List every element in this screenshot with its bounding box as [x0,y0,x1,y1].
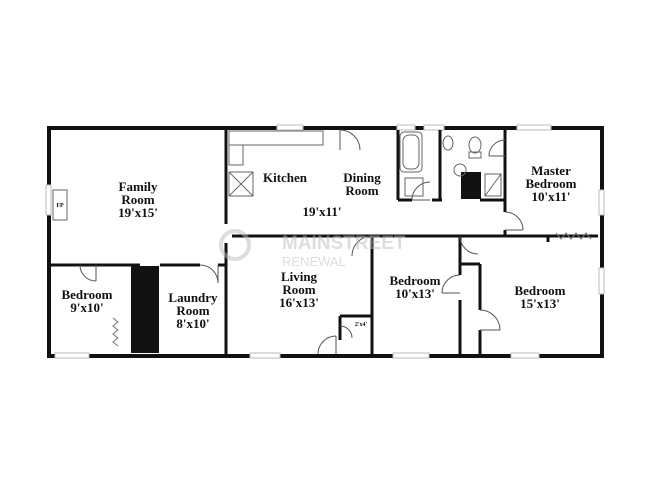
family-room-name-2: Room [121,192,154,207]
living-room-size: 16'x13' [279,295,319,310]
kitchen-name: Kitchen [263,170,308,185]
closet-size: 2'x4' [355,322,368,328]
laundry-room-name-1: Laundry [168,290,218,305]
watermark-line-2: RENEWAL [282,254,346,269]
master-bedroom-size: 10'x11' [531,189,570,204]
bedroom-left-name: Bedroom [61,287,112,302]
watermark-line-1: MAINSTREET [282,233,406,254]
exterior-walls [47,126,604,358]
interior-walls [51,130,598,354]
family-room-size: 19'x15' [118,205,158,220]
dining-room-name-2: Room [345,183,378,198]
bedroom-right-size: 15'x13' [520,296,560,311]
laundry-room-size: 8'x10' [176,316,209,331]
bedroom-left-size: 9'x10' [70,300,103,315]
closet-bifold [112,232,592,347]
dining-room-name-1: Dining [343,170,381,185]
bedroom-mid-size: 10'x13' [395,286,435,301]
fp-label: FP [56,203,64,209]
kitchen-dining-size: 19'x11' [302,204,341,219]
doors [79,129,524,355]
closet-block [461,172,481,199]
master-bedroom-name-1: Master [531,163,571,178]
bedroom-mid-name: Bedroom [389,273,440,288]
watermark: MAINSTREET RENEWAL [219,229,406,269]
living-room-name-2: Room [282,282,315,297]
bedroom-right-name: Bedroom [514,283,565,298]
windows [45,124,605,359]
laundry-room-name-2: Room [176,303,209,318]
master-bedroom-name-2: Bedroom [525,176,576,191]
fixtures [52,130,502,221]
living-room-name-1: Living [281,269,318,284]
laundry-wall-block [131,266,159,353]
watermark-logo-icon [219,229,251,261]
family-room-name-1: Family [119,179,158,194]
